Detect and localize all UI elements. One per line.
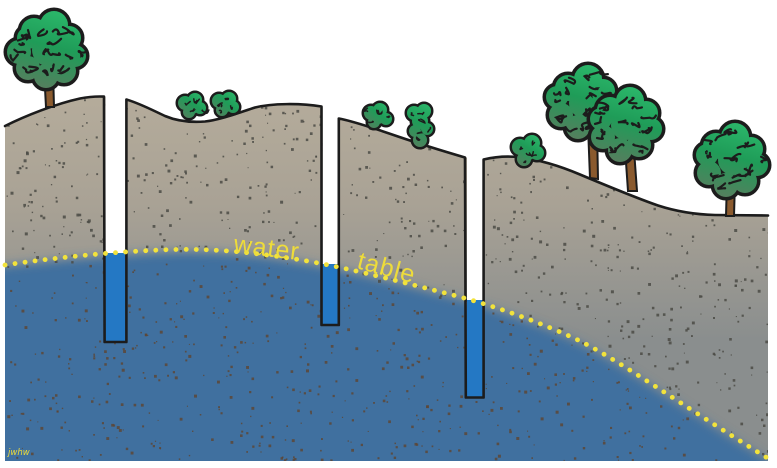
artist-signature: jwhw — [7, 448, 30, 458]
shrub-1 — [175, 90, 210, 121]
well-2 — [322, 105, 338, 324]
tree-3 — [586, 83, 666, 192]
tree-1 — [3, 7, 90, 108]
shrub-4 — [404, 101, 436, 150]
well-3-bore — [467, 153, 483, 300]
well-1-bore — [105, 93, 126, 253]
well-2-bore — [322, 105, 338, 264]
tree-4 — [692, 119, 772, 217]
well-1-water — [105, 253, 126, 341]
well-1 — [105, 93, 126, 341]
shrub-5 — [509, 132, 547, 169]
vegetation — [3, 7, 772, 217]
water-table-dotted-line — [2, 247, 772, 462]
well-3 — [467, 153, 483, 397]
shrub-3 — [361, 100, 395, 131]
shrub-2 — [209, 89, 242, 119]
well-2-water — [322, 264, 338, 324]
well-3-water — [467, 300, 483, 397]
saturated-zone — [5, 251, 768, 461]
surface-and-casing-outline — [3, 95, 770, 399]
